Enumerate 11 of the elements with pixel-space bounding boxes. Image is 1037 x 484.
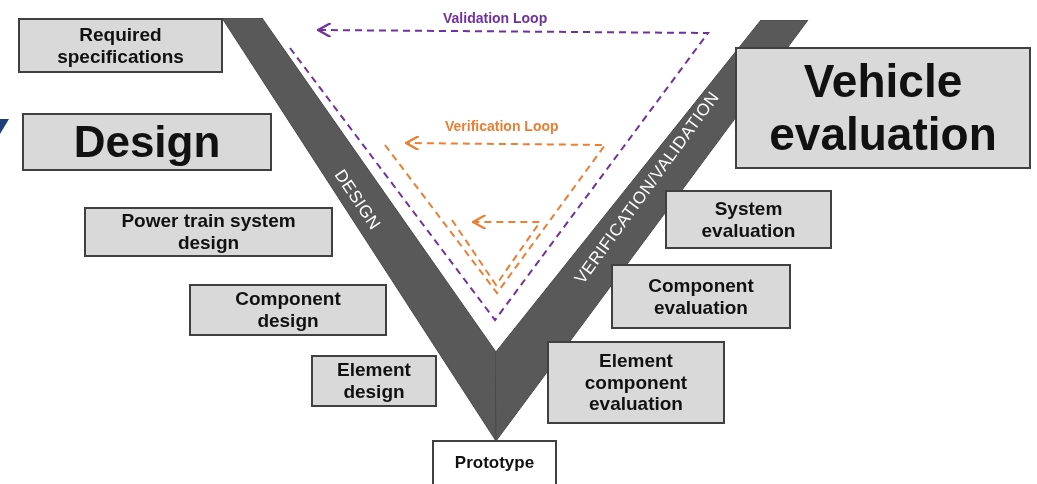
loop-label: Validation Loop <box>443 10 548 26</box>
stage-box: Component design <box>189 284 387 336</box>
stage-box: Component evaluation <box>611 264 791 329</box>
stage-box: Required specifications <box>18 18 223 73</box>
prototype-box: Prototype <box>432 440 557 484</box>
stage-box: Element design <box>311 355 437 407</box>
phase-box: Design <box>22 113 272 171</box>
stage-box: Element component evaluation <box>547 341 725 424</box>
phase-box: Vehicle evaluation <box>735 47 1031 169</box>
stage-box: Power train system design <box>84 207 333 257</box>
loop-label: Verification Loop <box>445 118 559 134</box>
